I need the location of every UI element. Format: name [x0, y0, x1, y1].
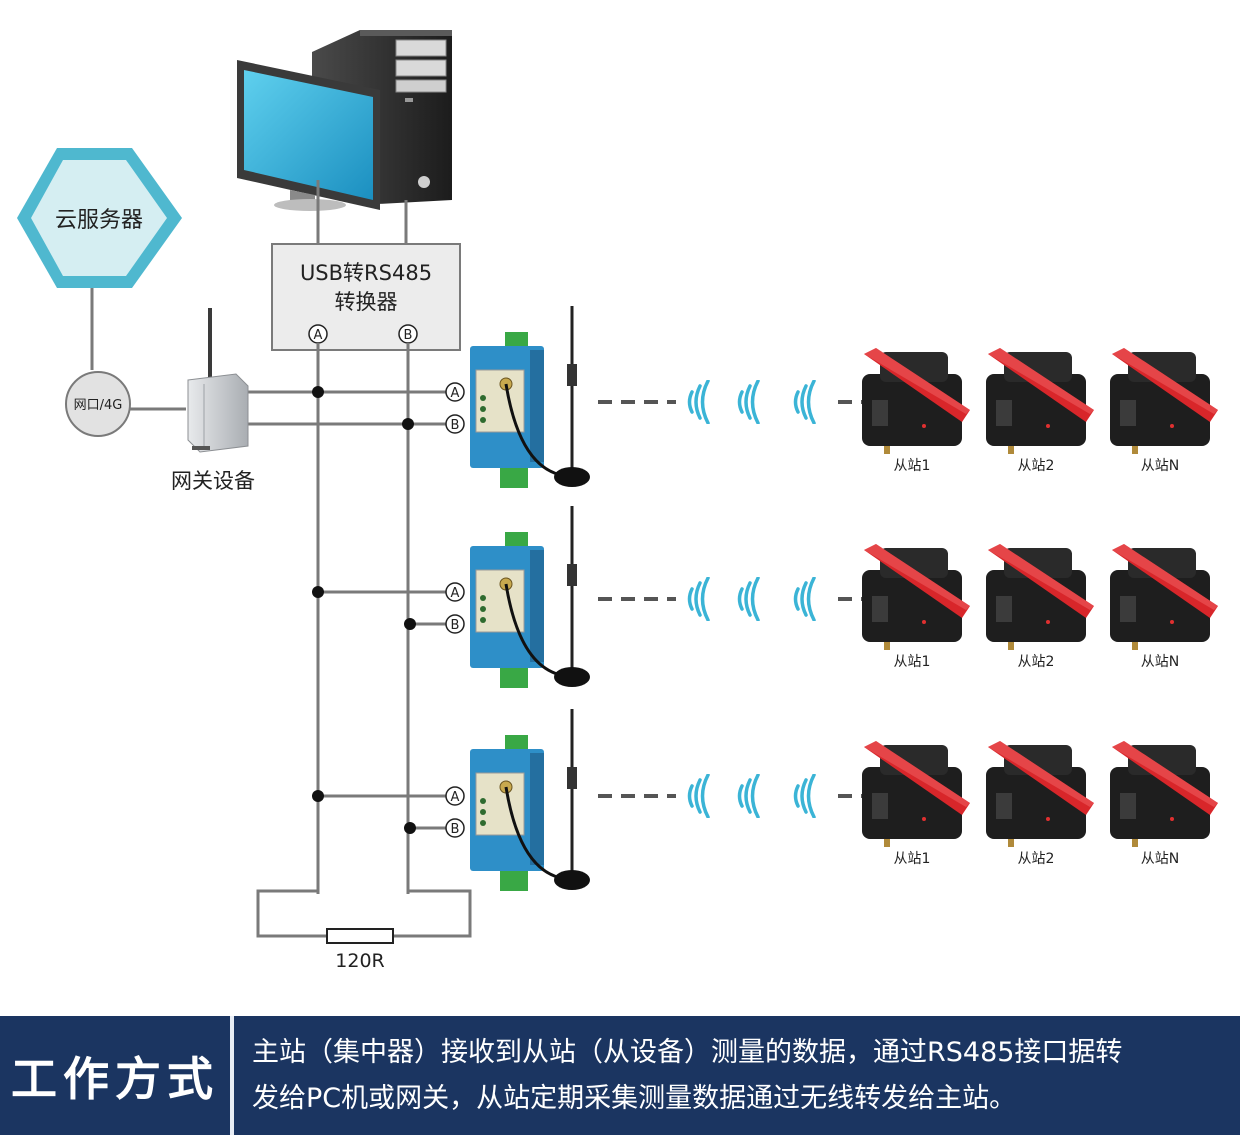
module-terminals: A B A B A B: [445, 382, 465, 838]
signal-wave-icon: [687, 380, 710, 424]
cloud-server-label: 云服务器: [55, 208, 143, 233]
resistor-label: 120R: [335, 950, 384, 972]
wireless-link-row1: [598, 380, 870, 424]
signal-wave-icon: [737, 774, 760, 818]
current-sensor-slave: 从站2: [986, 544, 1094, 670]
signal-wave-icon: [793, 577, 816, 621]
signal-wave-icon: [737, 380, 760, 424]
row3-terminal-a: A: [451, 790, 460, 805]
converter-label-line1: USB转RS485: [300, 261, 432, 285]
current-sensor-slave: 从站1: [862, 544, 970, 670]
pc-computer-icon: [237, 30, 452, 211]
converter-terminal-a: A: [314, 328, 323, 343]
row2-terminal-a: A: [451, 586, 460, 601]
gateway-device-icon: 网关设备: [171, 308, 255, 493]
slave-label: 从站2: [1018, 458, 1055, 474]
wiring-diagram: USB转RS485 转换器 A B A B A B A: [17, 30, 1218, 972]
wireless-master-module-row3: [470, 709, 590, 891]
converter-label-line2: 转换器: [335, 290, 398, 314]
cloud-server-icon: 云服务器: [17, 148, 182, 288]
current-sensor-slave: 从站1: [862, 741, 970, 867]
signal-wave-icon: [793, 774, 816, 818]
current-sensor-slave: 从站N: [1110, 741, 1218, 867]
slave-sensor-grid: 从站1 从站2 从站N 从站1 从站2 从站N 从站1 从站2 从站N: [862, 348, 1218, 867]
row2-terminal-b: B: [451, 618, 460, 633]
signal-wave-icon: [687, 774, 710, 818]
signal-wave-icon: [687, 577, 710, 621]
row3-terminal-b: B: [451, 822, 460, 837]
rs485-bus: [245, 343, 472, 938]
current-sensor-slave: 从站N: [1110, 348, 1218, 474]
network-port-node: 网口/4G: [65, 371, 131, 437]
slave-label: 从站1: [894, 458, 931, 474]
footer-title: 工作方式: [11, 1051, 219, 1106]
wireless-master-module-row1: [470, 306, 590, 488]
footer-description: 主站（集中器）接收到从站（从设备）测量的数据，通过RS485接口据转 发给PC机…: [252, 1030, 1212, 1122]
wireless-link-row3: [598, 774, 870, 818]
current-sensor-slave: 从站2: [986, 348, 1094, 474]
current-sensor-slave: 从站N: [1110, 544, 1218, 670]
footer-banner: 工作方式 主站（集中器）接收到从站（从设备）测量的数据，通过RS485接口据转 …: [0, 1016, 1240, 1135]
row1-terminal-b: B: [451, 418, 460, 433]
slave-label: 从站N: [1141, 851, 1179, 867]
row1-terminal-a: A: [451, 386, 460, 401]
network-port-label: 网口/4G: [74, 398, 123, 413]
signal-wave-icon: [793, 380, 816, 424]
gateway-label: 网关设备: [171, 469, 255, 493]
slave-label: 从站N: [1141, 458, 1179, 474]
current-sensor-slave: 从站2: [986, 741, 1094, 867]
current-sensor-slave: 从站1: [862, 348, 970, 474]
terminator-resistor: 120R: [326, 928, 394, 972]
wireless-link-row2: [598, 577, 870, 621]
wireless-master-module-row2: [470, 506, 590, 688]
slave-label: 从站2: [1018, 851, 1055, 867]
slave-label: 从站1: [894, 654, 931, 670]
footer-description-line1: 主站（集中器）接收到从站（从设备）测量的数据，通过RS485接口据转: [252, 1037, 1123, 1068]
pc-usb-cable: [316, 180, 408, 244]
usb-rs485-converter: USB转RS485 转换器 A B: [271, 243, 461, 351]
converter-terminal-b: B: [404, 328, 413, 343]
footer-divider: [230, 1016, 234, 1135]
footer-description-line2: 发给PC机或网关，从站定期采集测量数据通过无线转发给主站。: [252, 1083, 1017, 1114]
slave-label: 从站2: [1018, 654, 1055, 670]
slave-label: 从站1: [894, 851, 931, 867]
slave-label: 从站N: [1141, 654, 1179, 670]
signal-wave-icon: [737, 577, 760, 621]
bus-junctions: [312, 386, 416, 834]
